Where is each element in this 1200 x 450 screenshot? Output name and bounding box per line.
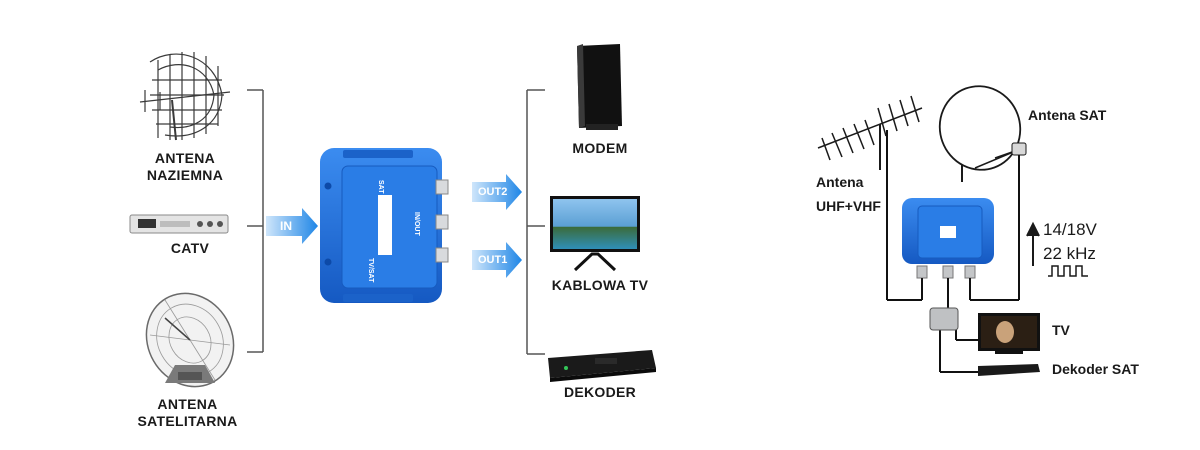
decoder-icon <box>548 350 656 382</box>
source-label-satellite: ANTENA SATELITARNA <box>125 396 250 430</box>
voltage-arrow-icon <box>1026 221 1040 266</box>
small-decoder-icon <box>978 364 1040 376</box>
signal-voltage: 14/18V <box>1043 220 1097 239</box>
output-label-decoder: DEKODER <box>563 384 637 400</box>
uhf-vhf-antenna-icon <box>817 95 923 170</box>
source-label-satellite-line2: SATELITARNA <box>137 413 238 429</box>
right-label-uhf-vhf-line2: UHF+VHF <box>816 198 881 214</box>
output-label-modem: MODEM <box>572 140 628 156</box>
output-arrow-2 <box>472 174 522 210</box>
output-arrow-2-label: OUT2 <box>478 186 508 198</box>
source-label-terrestrial: ANTENA NAZIEMNA <box>130 150 240 184</box>
small-tv-icon <box>978 313 1040 354</box>
multiswitch-device <box>320 148 449 303</box>
output-bracket <box>526 89 545 355</box>
source-label-satellite-line1: ANTENA <box>157 396 218 412</box>
catv-device-icon <box>129 214 229 234</box>
small-multiswitch-device <box>902 198 994 279</box>
square-wave-icon <box>1048 265 1088 277</box>
device-label-inout: IN/OUT <box>413 212 420 236</box>
right-label-tv: TV <box>1052 322 1070 338</box>
source-label-catv: CATV <box>170 240 210 256</box>
output-label-tv: KABLOWA TV <box>551 277 649 293</box>
sat-dish-icon <box>938 85 1027 182</box>
source-label-terrestrial-line1: ANTENA <box>154 150 216 166</box>
output-arrow-1 <box>472 242 522 278</box>
source-label-terrestrial-line2: NAZIEMNA <box>146 167 224 183</box>
signal-frequency: 22 kHz <box>1043 244 1096 263</box>
input-arrow <box>266 208 318 244</box>
terrestrial-antenna-icon <box>139 52 231 141</box>
modem-icon <box>577 44 622 130</box>
satellite-dish-icon <box>145 292 235 388</box>
right-label-antenna-sat: Antena SAT <box>1028 107 1107 123</box>
tv-icon <box>550 196 640 272</box>
device-label-tvsat: TV/SAT <box>367 258 374 283</box>
splitter-icon <box>929 307 959 331</box>
right-label-decoder-sat: Dekoder SAT <box>1052 361 1139 377</box>
output-arrow-1-label: OUT1 <box>478 254 508 266</box>
device-label-sat: SAT <box>377 180 384 194</box>
right-label-uhf-vhf-line1: Antena <box>816 174 864 190</box>
source-bracket <box>247 89 264 353</box>
input-arrow-label: IN <box>280 219 292 233</box>
right-label-uhf-vhf: Antena UHF+VHF <box>816 170 881 218</box>
